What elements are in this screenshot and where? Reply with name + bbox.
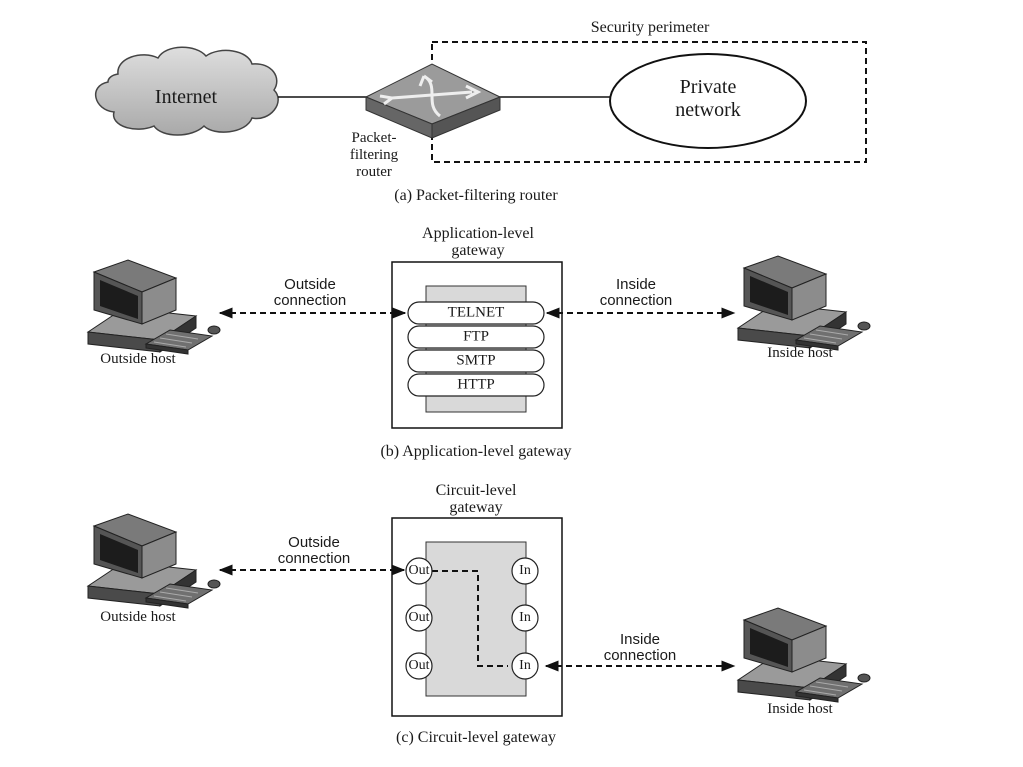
panel-c [87, 513, 871, 717]
panel-b [87, 255, 871, 429]
outside-host-label-c: Outside host [100, 609, 176, 625]
internet-label: Internet [154, 86, 218, 108]
outside-host-computer-icon [87, 259, 221, 355]
private-network-label-line2: network [675, 99, 741, 121]
out-port-circle [405, 604, 433, 632]
out-port-label-3: Out [408, 658, 430, 673]
outside-host-label: Outside host [100, 351, 176, 367]
out-port-circle [405, 557, 433, 585]
caption-c: (c) Circuit-level gateway [396, 729, 556, 746]
protocol-label-ftp: FTP [463, 328, 489, 345]
out-port-label-1: Out [408, 563, 430, 578]
app-gateway-title-line2: gateway [451, 242, 505, 259]
inside-connection-label-line2: connection [599, 292, 673, 309]
inside-connection-label-line1: Inside [615, 276, 657, 293]
inside-host-label: Inside host [767, 345, 833, 361]
in-port-circle [511, 604, 539, 632]
protocol-label-http: HTTP [457, 376, 495, 393]
router-label-line3: router [356, 164, 392, 180]
inside-connection-label-c-line1: Inside [619, 631, 661, 648]
circuit-gateway-title-line2: gateway [449, 499, 503, 516]
outside-connection-label-c-line1: Outside [288, 534, 340, 551]
internet-cloud [94, 46, 279, 136]
router-label-line2: filtering [349, 147, 399, 163]
protocol-label-smtp: SMTP [456, 352, 496, 369]
internal-relay-path [432, 570, 508, 667]
circuit-gateway-title-line1: Circuit-level [435, 482, 517, 499]
private-network-label-line1: Private [679, 76, 737, 98]
app-gateway-title-line1: Application-level [422, 225, 534, 242]
outside-connection-label-line1: Outside [284, 276, 336, 293]
in-port-circle [511, 557, 539, 585]
security-perimeter-box [431, 41, 867, 163]
outside-connection-label-line2: connection [273, 292, 347, 309]
in-port-circle [511, 652, 539, 680]
inside-host-computer-icon [737, 255, 871, 351]
router-icon [364, 63, 502, 139]
circuit-gateway-inner [425, 541, 527, 697]
inside-host-computer-icon-c [737, 607, 871, 703]
in-port-label-2: In [519, 610, 531, 625]
protocol-pill [407, 373, 545, 397]
in-port-label-1: In [519, 563, 531, 578]
panel-a [94, 41, 867, 163]
out-port-circle [405, 652, 433, 680]
out-port-label-2: Out [408, 610, 430, 625]
protocol-pill [407, 325, 545, 349]
port-group [405, 557, 539, 680]
inside-connection-label-c-line2: connection [603, 647, 677, 664]
protocol-pill [407, 349, 545, 373]
protocol-pill [407, 301, 545, 325]
caption-b: (b) Application-level gateway [380, 443, 572, 460]
security-perimeter-label: Security perimeter [590, 19, 710, 36]
outside-connection-label-c-line2: connection [277, 550, 351, 567]
caption-a: (a) Packet-filtering router [394, 187, 558, 204]
outside-host-computer-icon-c [87, 513, 221, 609]
router-label-line1: Packet- [351, 130, 397, 146]
inside-host-label-c: Inside host [767, 701, 833, 717]
protocol-pill-group [407, 301, 545, 397]
private-network-ellipse [609, 53, 807, 149]
in-port-label-3: In [519, 658, 531, 673]
protocol-label-telnet: TELNET [447, 304, 505, 321]
